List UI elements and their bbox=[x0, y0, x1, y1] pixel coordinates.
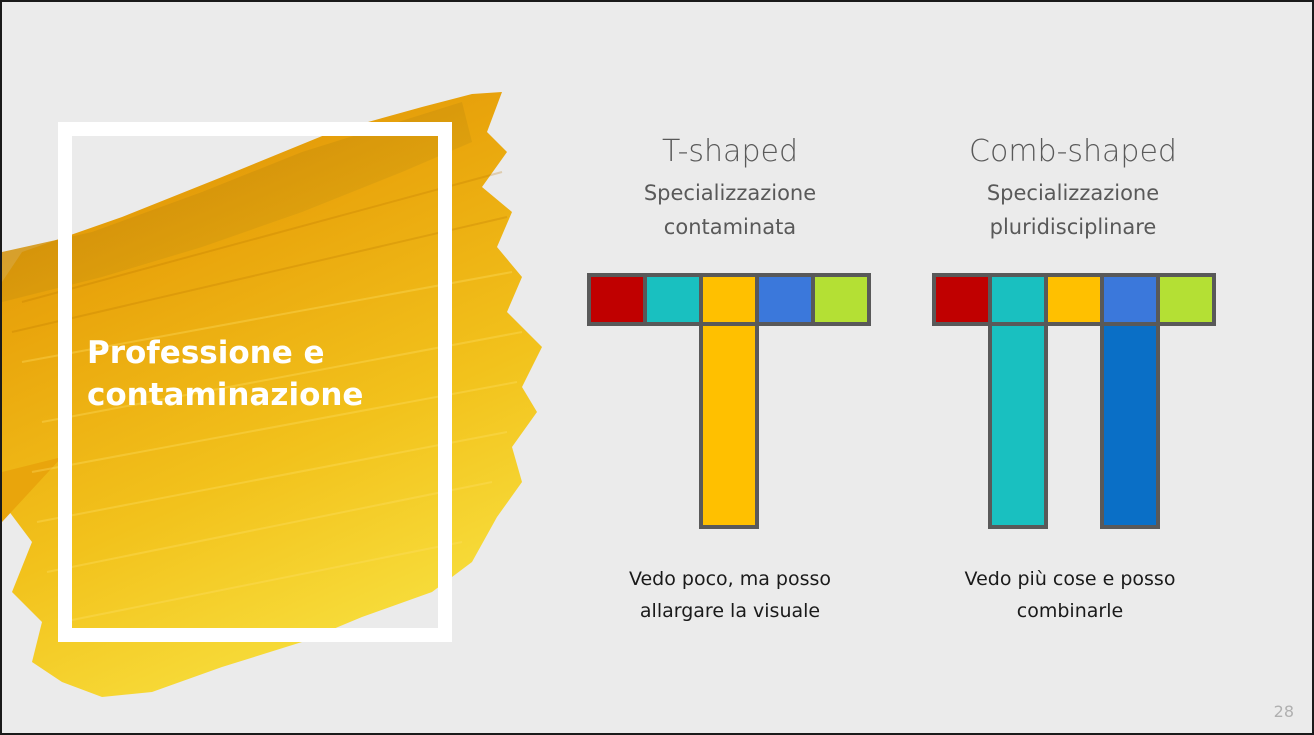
comb-shaped-caption-line2: combinarle bbox=[1016, 600, 1124, 622]
comb-top-block-red bbox=[932, 273, 992, 326]
t-top-block-red bbox=[587, 273, 647, 326]
page-number: 28 bbox=[1273, 702, 1294, 721]
comb-top-block-blue bbox=[1100, 273, 1160, 326]
t-top-block-blue bbox=[755, 273, 815, 326]
comb-vertical-bar-dark-blue bbox=[1100, 322, 1160, 529]
t-shaped-caption-line1: Vedo poco, ma posso bbox=[628, 568, 832, 590]
comb-top-block-lime bbox=[1156, 273, 1216, 326]
comb-shaped-title: Comb-shaped bbox=[969, 134, 1177, 169]
t-top-block-lime bbox=[811, 273, 871, 326]
t-vertical-bar-orange bbox=[699, 322, 759, 529]
t-shaped-title: T-shaped bbox=[662, 134, 798, 169]
comb-top-block-teal bbox=[988, 273, 1048, 326]
title-frame bbox=[58, 122, 452, 642]
comb-shaped-subtitle-line1: Specializzazione bbox=[986, 181, 1160, 205]
comb-shaped-subtitle-line2: pluridisciplinare bbox=[989, 215, 1157, 239]
comb-vertical-bar-teal bbox=[988, 322, 1048, 529]
comb-shaped-caption-line1: Vedo più cose e posso bbox=[964, 568, 1176, 590]
t-shaped-caption-line2: allargare la visuale bbox=[639, 600, 821, 622]
slide-title: Professione e contaminazione bbox=[87, 335, 364, 413]
t-top-block-orange bbox=[699, 273, 759, 326]
comb-top-block-orange bbox=[1044, 273, 1104, 326]
t-shaped-subtitle-line1: Specializzazione bbox=[643, 181, 817, 205]
t-shaped-subtitle-line2: contaminata bbox=[663, 215, 797, 239]
t-top-block-teal bbox=[643, 273, 703, 326]
